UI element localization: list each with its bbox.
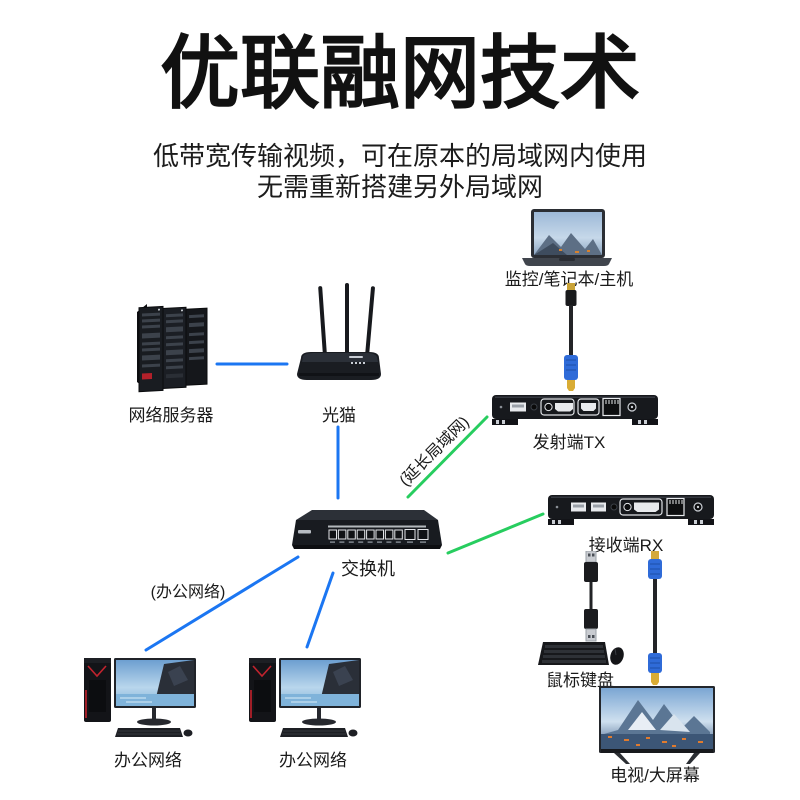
tx-extender-icon xyxy=(492,395,658,425)
hdmi-cable-icon xyxy=(648,551,662,685)
server-label: 网络服务器 xyxy=(128,406,214,425)
switch-icon xyxy=(292,510,442,549)
keyboard-mouse-label: 鼠标键盘 xyxy=(546,671,614,690)
laptop-node xyxy=(519,209,615,267)
switch-label: 交换机 xyxy=(341,559,395,579)
rx-extender-icon xyxy=(548,495,714,525)
pc-right-label: 办公网络 xyxy=(279,751,347,770)
subtitle-line-2: 无需重新搭建另外局域网 xyxy=(256,172,543,202)
hdmi-cable-tx-node xyxy=(561,283,581,393)
usb-cable-node xyxy=(580,551,602,643)
desktop-pc-icon xyxy=(249,658,361,737)
tv-label: 电视/大屏幕 xyxy=(610,766,700,785)
modem-label: 光猫 xyxy=(322,406,356,425)
hdmi-cable-tv-node xyxy=(645,551,665,687)
hdmi-cable-icon xyxy=(564,283,578,391)
tv-node xyxy=(598,686,716,766)
edge-label-office-lan: (办公网络) xyxy=(150,584,226,601)
server-icon xyxy=(137,304,208,393)
edge-switch-pc-left xyxy=(144,555,300,652)
pc-left-label: 办公网络 xyxy=(114,751,182,770)
tx-label: 发射端TX xyxy=(532,433,606,452)
keyboard-mouse-node xyxy=(536,639,628,671)
switch-node xyxy=(284,503,448,555)
laptop-label: 监控/笔记本/主机 xyxy=(504,270,634,289)
tx-node xyxy=(486,391,662,427)
laptop-icon xyxy=(522,209,612,266)
desktop-pc-icon xyxy=(84,658,196,737)
rx-node xyxy=(545,492,717,530)
edge-label-extend-lan: (延长局域网) xyxy=(396,413,473,490)
page-subtitle: 低带宽传输视频，可在原本的局域网内使用 无需重新搭建另外局域网 xyxy=(0,141,800,203)
keyboard-mouse-icon xyxy=(538,642,624,665)
server-node xyxy=(133,296,211,396)
pc-right-node xyxy=(241,650,363,742)
pc-left-node xyxy=(76,650,198,742)
rx-label: 接收端RX xyxy=(588,536,664,555)
page-title: 优联融网技术 xyxy=(160,29,640,118)
modem-icon xyxy=(297,283,381,380)
edge-switch-pc-right xyxy=(305,571,335,649)
modem-node xyxy=(291,278,387,386)
tv-icon xyxy=(599,686,715,764)
subtitle-line-1: 低带宽传输视频，可在原本的局域网内使用 xyxy=(152,141,647,171)
edge-switch-rx xyxy=(446,512,545,555)
usb-cable-icon xyxy=(584,551,598,642)
